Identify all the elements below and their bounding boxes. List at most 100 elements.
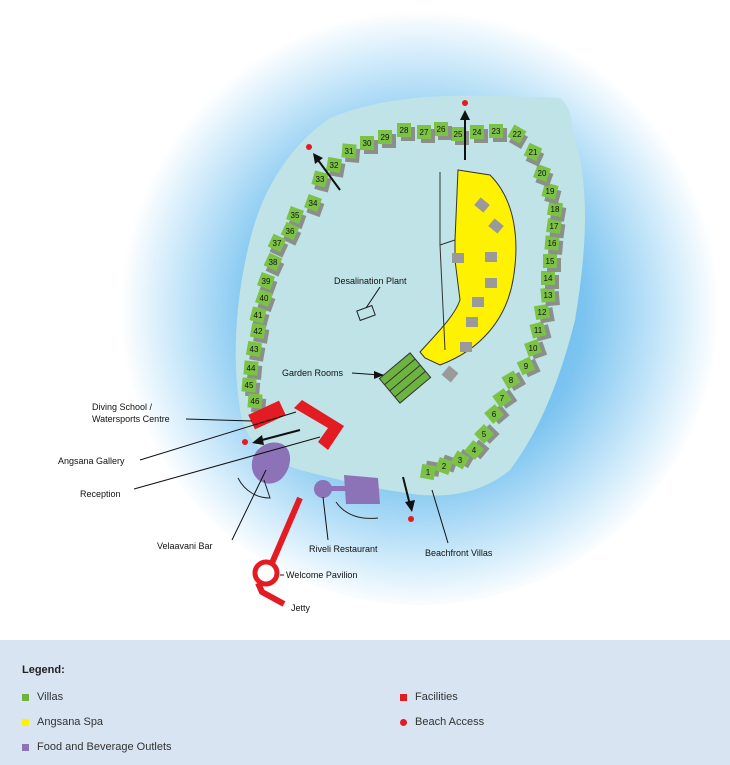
diving-school-building[interactable] bbox=[248, 400, 286, 430]
villa-4[interactable]: 4 bbox=[464, 437, 490, 462]
villa-9[interactable]: 9 bbox=[516, 355, 541, 379]
spa-building-5 bbox=[472, 297, 484, 307]
velaavani-bar-building[interactable] bbox=[251, 442, 291, 484]
villa-26[interactable]: 26 bbox=[434, 122, 452, 140]
villa-number: 27 bbox=[420, 128, 429, 137]
legend-item-facilities: Facilities bbox=[400, 691, 458, 703]
villa-8[interactable]: 8 bbox=[501, 368, 527, 393]
riveli-terrace-outline bbox=[335, 501, 379, 519]
label-welcome-pavilion: Welcome Pavilion bbox=[286, 570, 357, 580]
villa-11[interactable]: 11 bbox=[529, 320, 552, 342]
villa-32[interactable]: 32 bbox=[325, 156, 346, 178]
villa-6[interactable]: 6 bbox=[484, 402, 510, 427]
legend-item-beach-access: Beach Access bbox=[400, 716, 484, 728]
reception-building[interactable] bbox=[294, 400, 344, 450]
villa-7[interactable]: 7 bbox=[492, 386, 518, 411]
jetty-end bbox=[255, 581, 286, 607]
beach-access-dot[interactable] bbox=[408, 516, 414, 522]
villa-1[interactable]: 1 bbox=[419, 460, 441, 481]
villa-27[interactable]: 27 bbox=[417, 125, 435, 143]
legend-label: Facilities bbox=[415, 691, 458, 703]
villa-45[interactable]: 45 bbox=[241, 377, 261, 397]
spa-building-7 bbox=[466, 317, 478, 327]
label-riveli-restaurant: Riveli Restaurant bbox=[309, 544, 378, 554]
welcome-pavilion[interactable] bbox=[252, 559, 280, 587]
villa-number: 17 bbox=[550, 222, 559, 231]
villa-24[interactable]: 24 bbox=[470, 125, 488, 143]
gray-block bbox=[441, 365, 459, 383]
angsana-spa[interactable] bbox=[419, 169, 517, 366]
villa-12[interactable]: 12 bbox=[533, 303, 555, 324]
beach-access-dot[interactable] bbox=[462, 100, 468, 106]
beach-access-dot[interactable] bbox=[306, 144, 312, 150]
spa-building-8 bbox=[460, 342, 472, 352]
villa-36[interactable]: 36 bbox=[279, 221, 303, 246]
villa-44[interactable]: 44 bbox=[243, 360, 263, 380]
desalination-plant-icon bbox=[356, 304, 376, 322]
spa-building-1 bbox=[474, 197, 490, 213]
beach-access-dot[interactable] bbox=[242, 439, 248, 445]
villa-number: 11 bbox=[534, 326, 543, 335]
label-jetty: Jetty bbox=[291, 603, 311, 613]
villa-41[interactable]: 41 bbox=[248, 306, 270, 329]
villa-23[interactable]: 23 bbox=[489, 124, 507, 142]
villa-13[interactable]: 13 bbox=[540, 287, 560, 307]
villa-16[interactable]: 16 bbox=[544, 235, 564, 255]
villa-number: 14 bbox=[544, 274, 553, 283]
villa-31[interactable]: 31 bbox=[341, 143, 361, 163]
villa-number: 33 bbox=[316, 175, 325, 184]
villa-15[interactable]: 15 bbox=[543, 254, 561, 272]
villa-28[interactable]: 28 bbox=[397, 123, 415, 141]
legend-panel: Legend: Villas Angsana Spa Food and Beve… bbox=[0, 640, 730, 765]
villa-number: 1 bbox=[426, 468, 431, 477]
legend-item-fnb: Food and Beverage Outlets bbox=[22, 741, 172, 753]
riveli-link bbox=[330, 486, 346, 491]
riveli-restaurant-building[interactable] bbox=[344, 475, 380, 504]
villa-42[interactable]: 42 bbox=[249, 322, 270, 344]
villa-43[interactable]: 43 bbox=[245, 340, 266, 362]
villa-number: 28 bbox=[400, 126, 409, 135]
villa-38[interactable]: 38 bbox=[262, 252, 286, 277]
legend-title: Legend: bbox=[22, 664, 65, 676]
spa-buildings bbox=[452, 197, 504, 352]
villa-number: 30 bbox=[363, 139, 372, 148]
villa-14[interactable]: 14 bbox=[541, 271, 559, 289]
villa-29[interactable]: 29 bbox=[378, 130, 396, 148]
garden-rooms[interactable] bbox=[378, 352, 432, 404]
villa-22[interactable]: 22 bbox=[505, 124, 530, 150]
villa-37[interactable]: 37 bbox=[266, 233, 290, 258]
jetty[interactable] bbox=[269, 496, 303, 565]
label-desalination-plant: Desalination Plant bbox=[334, 276, 407, 286]
label-angsana-gallery: Angsana Gallery bbox=[58, 456, 125, 466]
villa-number: 26 bbox=[437, 125, 446, 134]
villa-number: 25 bbox=[454, 130, 463, 139]
villa-21[interactable]: 21 bbox=[522, 142, 546, 167]
villa-10[interactable]: 10 bbox=[524, 338, 548, 361]
villa-30[interactable]: 30 bbox=[360, 136, 378, 154]
legend-item-spa: Angsana Spa bbox=[22, 716, 103, 728]
villa-34[interactable]: 34 bbox=[303, 194, 326, 218]
villa-number: 19 bbox=[546, 187, 555, 196]
villa-number: 40 bbox=[260, 294, 269, 303]
label-watersports-centre: Watersports Centre bbox=[92, 414, 170, 424]
villa-35[interactable]: 35 bbox=[285, 206, 308, 230]
villa-number: 21 bbox=[529, 148, 538, 157]
villa-number: 4 bbox=[472, 446, 477, 455]
villa-number: 5 bbox=[482, 430, 487, 439]
label-beachfront-villas: Beachfront Villas bbox=[425, 548, 493, 558]
villa-17[interactable]: 17 bbox=[546, 218, 566, 239]
villa-19[interactable]: 19 bbox=[540, 182, 562, 205]
spa-building-3 bbox=[452, 253, 464, 263]
villa-33[interactable]: 33 bbox=[310, 170, 332, 193]
riveli-circle[interactable] bbox=[314, 480, 332, 498]
legend-label: Beach Access bbox=[415, 716, 485, 728]
villa-40[interactable]: 40 bbox=[254, 289, 277, 313]
villa-number: 38 bbox=[269, 258, 278, 267]
villa-5[interactable]: 5 bbox=[474, 421, 500, 446]
villa-18[interactable]: 18 bbox=[546, 200, 567, 222]
villa-3[interactable]: 3 bbox=[450, 447, 476, 472]
villa-20[interactable]: 20 bbox=[532, 164, 555, 188]
arrowhead bbox=[374, 371, 384, 379]
legend-label: Angsana Spa bbox=[37, 716, 104, 728]
villa-number: 22 bbox=[513, 130, 522, 139]
